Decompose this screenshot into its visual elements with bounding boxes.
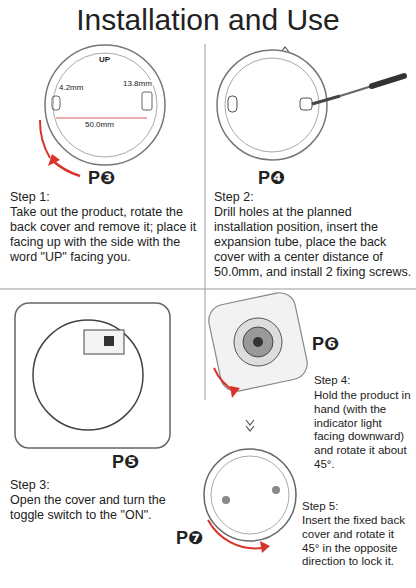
page-number: P❻: [312, 334, 339, 356]
step-heading: Step 1:: [10, 190, 200, 205]
step-text: Take out the product, rotate the back co…: [10, 205, 200, 265]
page-number: P❼: [176, 528, 203, 550]
step-text: Insert the fixed back cover and rotate i…: [302, 514, 412, 569]
step-text: Hold the product in hand (with the indic…: [314, 389, 412, 472]
step-heading: Step 4:: [314, 374, 412, 388]
page-number: P❹: [258, 168, 285, 190]
page-number: P❺: [112, 452, 139, 474]
step-heading: Step 3:: [10, 478, 200, 493]
page-title: Installation and Use: [0, 2, 416, 38]
up-mark: UP: [98, 56, 111, 64]
step-text: Open the cover and turn the toggle switc…: [10, 493, 200, 523]
dimension-label: 4.2mm: [58, 84, 84, 92]
step-heading: Step 2:: [214, 190, 412, 205]
step-heading: Step 5:: [302, 500, 412, 514]
page-number: P❸: [88, 168, 115, 190]
dimension-label: 13.8mm: [122, 80, 153, 88]
step-text: Drill holes at the planned installation …: [214, 205, 412, 280]
dimension-label: 50.0mm: [84, 121, 115, 129]
